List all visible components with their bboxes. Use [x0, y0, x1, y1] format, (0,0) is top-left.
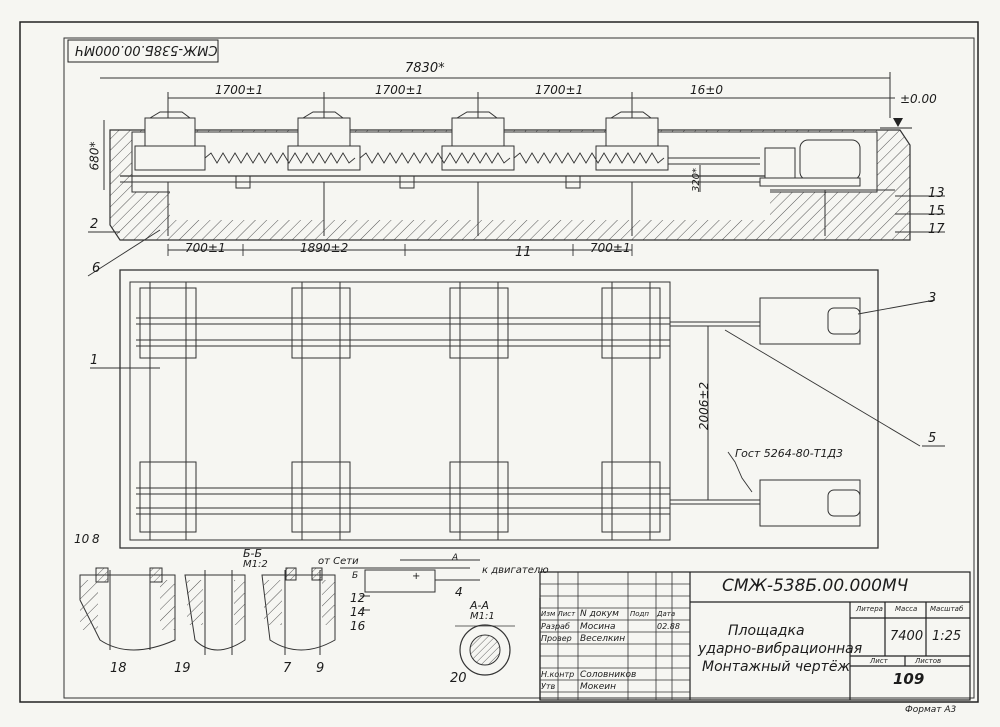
pos-14: 14	[350, 605, 366, 619]
section-bb-scale: М1:2	[243, 559, 268, 570]
pos-18: 18	[110, 661, 127, 676]
section-aa: А-А	[470, 599, 490, 612]
pos-4: 4	[455, 585, 463, 599]
pos-13: 13	[928, 186, 945, 201]
title-code: СМЖ-538Б.00.000МЧ	[722, 576, 909, 596]
title-massa-value: 7400	[890, 629, 924, 644]
dim-320: 320*	[691, 167, 703, 193]
pos-17: 17	[928, 222, 945, 237]
stamp-row-2-name: Веселкин	[580, 634, 626, 644]
stamp-top-code: СМЖ-538Б.00.000МЧ	[75, 42, 218, 57]
stamp-row-3-name: Соловников	[580, 670, 637, 680]
wiring-a-label: А	[452, 553, 459, 563]
title-massa-header: Масса	[895, 605, 918, 613]
dim-low-2: 1890±2	[300, 241, 349, 255]
dim-span-2: 1700±1	[375, 83, 424, 97]
dim-span-4: 16±0	[690, 83, 723, 97]
wiring-to-motor: к двигателю	[482, 565, 549, 576]
pos-9: 9	[316, 661, 325, 676]
stamp-row-1-name: Мосина	[580, 622, 616, 632]
stamp-row-1-role: Разраб	[541, 622, 570, 631]
pos-8: 8	[92, 532, 100, 546]
pos-12: 12	[350, 591, 366, 605]
title-format: Формат А3	[905, 705, 957, 715]
wiring-plus: +	[412, 571, 421, 582]
pos-11: 11	[515, 245, 532, 260]
pos-2: 2	[90, 217, 99, 232]
pos-3: 3	[928, 291, 937, 306]
stamp-row-0-role: Изм Лист	[541, 610, 576, 618]
stamp-row-0-sign: Подп	[630, 610, 649, 618]
pos-1: 1	[90, 353, 99, 368]
section-bb: Б-Б	[243, 547, 263, 560]
dim-low-1: 700±1	[185, 241, 226, 255]
stamp-row-4-role: Утв	[541, 682, 556, 691]
stamp-row-1-date: 02.88	[657, 622, 680, 631]
title-name-1: Площадка	[728, 623, 805, 639]
stamp-row-2-role: Провер	[541, 634, 572, 643]
section-aa-scale: М1:1	[470, 611, 495, 622]
gost-note: Гост 5264-80-Т1Д3	[735, 447, 844, 460]
pos-6: 6	[92, 261, 101, 276]
pos-5: 5	[928, 431, 937, 446]
title-listov-header: Листов	[915, 657, 942, 665]
wiring-from-net: от Сети	[318, 556, 359, 567]
dim-span-3: 1700±1	[535, 83, 584, 97]
title-masshtab-header: Масштаб	[930, 605, 964, 613]
title-name-2: ударно-вибрационная	[698, 641, 863, 657]
title-list-header: Лист	[870, 657, 888, 665]
title-sheet-number: 109	[893, 670, 925, 688]
stamp-row-0-name: N докум	[580, 609, 619, 619]
stamp-row-0-date: Дата	[657, 610, 676, 618]
dim-vertical: 2006±2	[697, 381, 712, 431]
pos-10: 10	[74, 532, 90, 546]
pos-20: 20	[450, 671, 467, 686]
pos-19: 19	[174, 661, 191, 676]
wiring-b-label: Б	[352, 571, 359, 581]
title-name-3: Монтажный чертёж	[702, 659, 851, 675]
stamp-row-4-name: Мокеин	[580, 682, 616, 692]
stamp-row-3-role: Н.контр	[541, 670, 575, 679]
title-masshtab-value: 1:25	[932, 629, 962, 644]
dim-low-3: 700±1	[590, 241, 631, 255]
title-litera-header: Литера	[856, 605, 883, 613]
dim-span-1: 1700±1	[215, 83, 264, 97]
dim-height: 680*	[87, 141, 102, 171]
dim-overall: 7830*	[405, 61, 445, 76]
pos-7: 7	[283, 661, 292, 676]
pos-15: 15	[928, 204, 945, 219]
pos-16: 16	[350, 619, 366, 633]
dim-level: ±0.00	[900, 92, 937, 106]
